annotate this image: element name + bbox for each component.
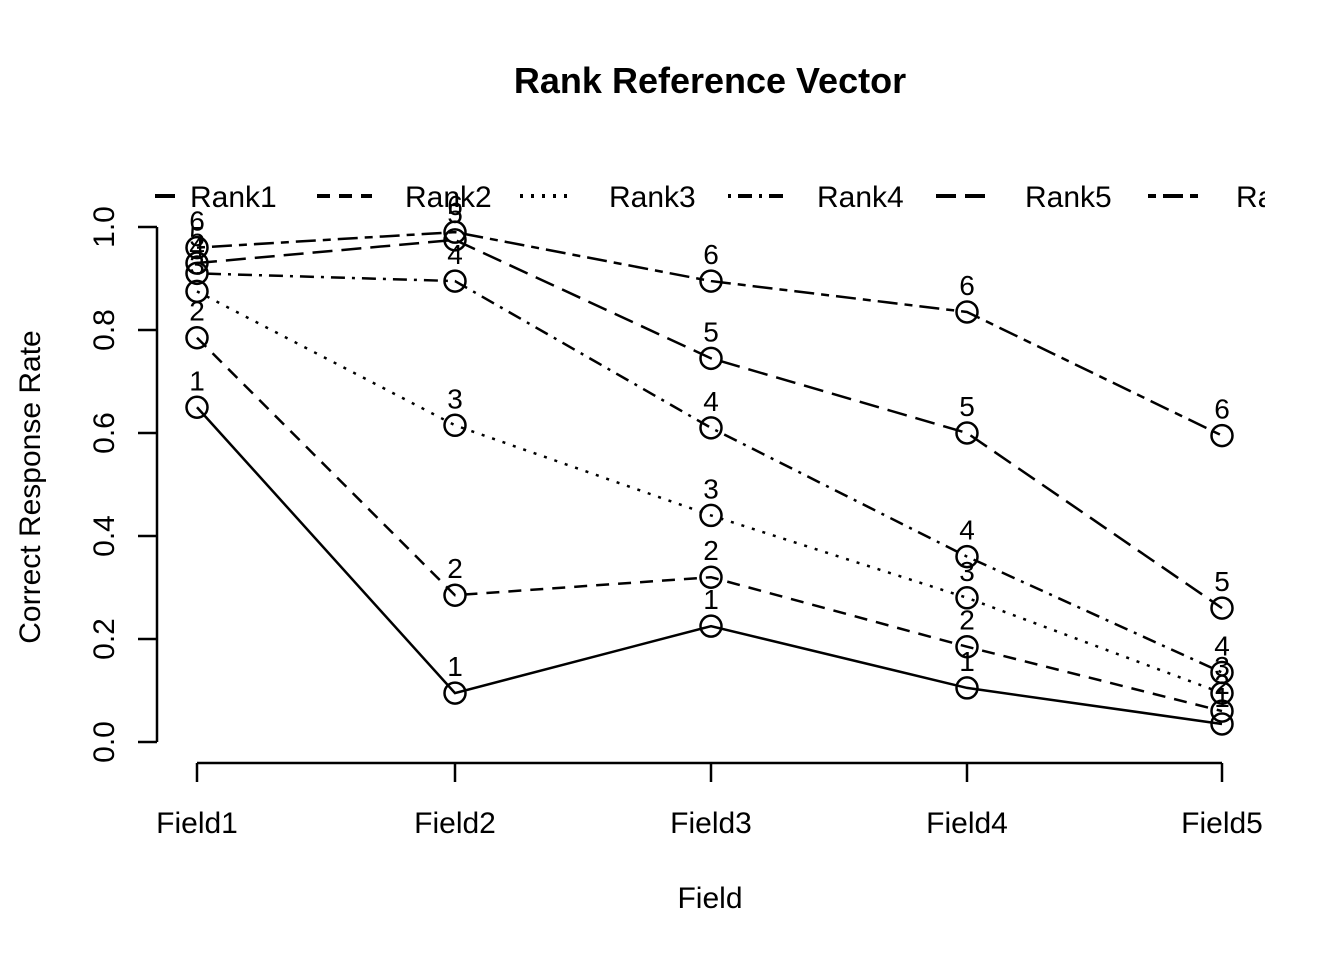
chart-title: Rank Reference Vector <box>513 60 907 101</box>
point-label-rank3: 3 <box>1214 651 1230 682</box>
series-line-rank6 <box>196 230 1223 437</box>
point-label-rank2: 2 <box>189 296 205 327</box>
x-tick-label: Field2 <box>414 807 496 840</box>
point-label-rank4: 4 <box>959 515 975 546</box>
point-label-rank1: 1 <box>447 651 463 682</box>
point-label-rank4: 4 <box>1214 630 1230 661</box>
y-tick-label: 0.4 <box>88 515 121 557</box>
data-point-rank3 <box>699 503 723 528</box>
data-point-rank2 <box>185 325 209 350</box>
data-point-rank5 <box>1210 596 1234 620</box>
point-label-rank1: 1 <box>1214 682 1230 713</box>
y-tick-label: 0.0 <box>88 721 121 763</box>
point-label-rank3: 3 <box>959 556 975 587</box>
series-line-rank1 <box>196 406 1223 726</box>
point-label-rank6: 6 <box>959 270 975 301</box>
point-label-rank5: 5 <box>959 391 975 422</box>
data-point-rank6 <box>955 300 979 324</box>
point-label-rank6: 6 <box>447 190 463 221</box>
point-label-rank4: 4 <box>703 386 719 417</box>
data-point-rank1 <box>443 681 467 705</box>
data-point-rank2 <box>443 583 467 607</box>
x-tick-label: Field3 <box>670 807 752 840</box>
data-point-rank1 <box>185 395 209 419</box>
point-label-rank2: 2 <box>959 605 975 636</box>
data-point-rank5 <box>699 346 723 371</box>
x-axis-title: Field <box>677 882 743 915</box>
series-line-rank2 <box>196 336 1223 713</box>
x-tick-label: Field4 <box>926 807 1008 840</box>
point-label-rank5: 5 <box>447 198 463 229</box>
series-line-rank3 <box>196 290 1223 695</box>
data-point-rank1 <box>1210 712 1234 736</box>
data-point-rank6 <box>443 220 467 244</box>
data-point-rank4 <box>1210 660 1234 685</box>
data-point-rank3 <box>185 279 209 304</box>
data-point-rank4 <box>699 416 723 440</box>
data-point-rank1 <box>955 676 979 700</box>
point-label-rank6: 6 <box>1214 394 1230 425</box>
legend-label-rank1: Rank1 <box>190 181 277 214</box>
data-point-rank2 <box>699 565 723 589</box>
point-label-rank3: 3 <box>703 473 719 504</box>
data-point-rank6 <box>185 235 209 260</box>
x-tick-label: Field5 <box>1181 807 1263 840</box>
point-label-rank5: 5 <box>703 316 719 347</box>
point-label-rank3: 3 <box>189 249 205 280</box>
data-point-rank4 <box>443 269 467 293</box>
data-point-rank1 <box>699 614 723 638</box>
point-label-rank1: 1 <box>189 365 205 396</box>
y-tick-label: 0.6 <box>88 412 121 454</box>
y-tick-label: 0.8 <box>88 309 121 351</box>
data-point-rank3 <box>955 586 979 610</box>
y-tick-label: 0.2 <box>88 618 121 660</box>
point-label-rank6: 6 <box>189 206 205 237</box>
data-point-rank6 <box>699 269 723 293</box>
point-label-rank4: 4 <box>189 231 205 262</box>
point-label-rank2: 2 <box>703 535 719 566</box>
y-tick-label: 1.0 <box>88 206 121 248</box>
legend-label-rank2: Rank2 <box>405 181 492 214</box>
series-line-rank5 <box>196 238 1223 610</box>
data-point-rank2 <box>955 634 979 659</box>
data-point-rank4 <box>185 261 209 286</box>
data-point-rank4 <box>955 544 979 569</box>
legend-label-rank4: Rank4 <box>817 181 904 214</box>
point-label-rank4: 4 <box>447 239 463 270</box>
legend-label-rank3: Rank3 <box>609 181 696 214</box>
data-point-rank5 <box>185 251 209 275</box>
point-label-rank1: 1 <box>703 584 719 615</box>
legend-label-rank5: Rank5 <box>1025 181 1112 214</box>
data-point-rank3 <box>443 413 467 438</box>
point-label-rank5: 5 <box>1214 566 1230 597</box>
data-point-rank2 <box>1210 699 1234 723</box>
legend-label-rank6: Rank6 <box>1236 181 1323 214</box>
data-point-rank5 <box>955 421 979 445</box>
x-tick-label: Field1 <box>156 807 238 840</box>
legend: Rank1 Rank2 Rank3 Rank4 Rank5 Rank6 <box>155 181 1323 214</box>
point-label-rank6: 6 <box>703 239 719 270</box>
point-label-rank2: 2 <box>1214 669 1230 700</box>
data-point-rank5 <box>443 228 467 252</box>
series-line-rank4 <box>196 272 1223 674</box>
point-label-rank2: 2 <box>447 553 463 584</box>
point-label-rank1: 1 <box>959 646 975 677</box>
data-point-rank6 <box>1210 423 1234 448</box>
point-label-rank5: 5 <box>189 221 205 252</box>
point-label-rank3: 3 <box>447 383 463 414</box>
